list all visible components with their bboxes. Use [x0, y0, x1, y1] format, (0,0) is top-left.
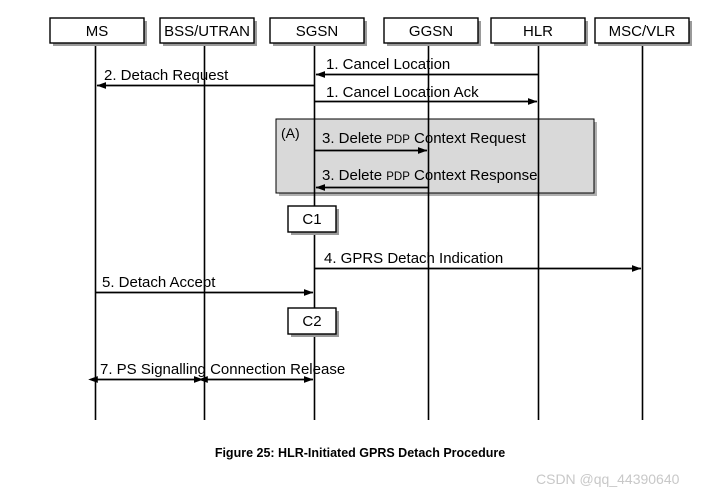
group-box-A: [275, 118, 597, 196]
delete-pdp-request-acronym: PDP: [386, 134, 410, 146]
message-label-cancel-location-ack: 1. Cancel Location Ack: [326, 84, 479, 101]
actor-label-hlr: HLR: [522, 23, 553, 40]
condition-label-c1: C1: [302, 211, 322, 228]
delete-pdp-request-post: Context Request: [409, 130, 526, 147]
message-label-cancel-location: 1. Cancel Location: [326, 56, 451, 73]
delete-pdp-response-post: Context Response: [409, 167, 538, 184]
actor-label-sgsn: SGSN: [295, 23, 339, 40]
actor-label-bss: BSS/UTRAN: [164, 23, 250, 40]
actor-label-mscvlr: MSC/VLR: [608, 23, 676, 40]
watermark: CSDN @qq_44390640: [536, 471, 680, 487]
message-label-detach-accept: 5. Detach Accept: [102, 274, 216, 291]
message-label-detach-request: 2. Detach Request: [104, 67, 229, 84]
actor-label-ggsn: GGSN: [408, 23, 454, 40]
condition-boxes: [287, 205, 339, 337]
delete-pdp-request-pre: 3. Delete: [322, 130, 387, 147]
actor-boxes: [49, 17, 692, 46]
message-label-delete-pdp-context-response: 3. Delete PDP Context Response: [322, 168, 537, 184]
actor-label-ms: MS: [85, 23, 109, 40]
message-arrows: [88, 71, 642, 383]
message-label-delete-pdp-context-request: 3. Delete PDP Context Request: [322, 131, 526, 147]
group-tag-a: (A): [281, 125, 300, 141]
figure-caption: Figure 25: HLR-Initiated GPRS Detach Pro…: [214, 446, 506, 460]
condition-label-c2: C2: [302, 313, 322, 330]
delete-pdp-response-pre: 3. Delete: [322, 167, 387, 184]
message-label-ps-signalling-connection-release: 7. PS Signalling Connection Release: [100, 361, 346, 378]
message-label-gprs-detach-indication: 4. GPRS Detach Indication: [324, 250, 504, 267]
delete-pdp-response-acronym: PDP: [386, 171, 410, 183]
